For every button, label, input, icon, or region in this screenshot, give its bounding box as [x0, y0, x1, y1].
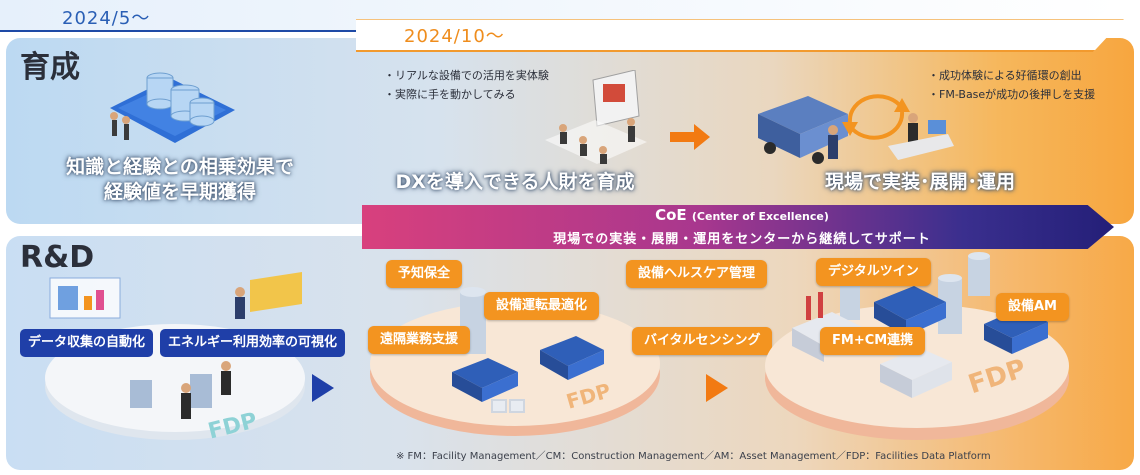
training-note-1: ・リアルな設備での活用を実体験 — [384, 69, 549, 82]
tag-operation-optimization: 設備運転最適化 — [484, 292, 600, 320]
tag-energy-visualization: エネルギー利用効率の可視化 — [160, 329, 346, 357]
training-right-note-1: ・成功体験による好循環の創出 — [928, 69, 1082, 82]
tag-fm-cm-link: FM+CM連携 — [820, 327, 926, 355]
data-storage-illustration — [110, 72, 235, 143]
coe-banner — [362, 205, 1114, 249]
arrow-right-icon — [706, 374, 728, 402]
training-middle-caption: DXを導入できる人財を育成 — [395, 171, 635, 193]
coe-title-main: CoE — [655, 206, 687, 224]
coe-title-paren: (Center of Excellence) — [691, 210, 829, 223]
coe-subtitle: 現場での実装・展開・運用をセンターから継続してサポート — [553, 232, 931, 247]
training-caption-line1: 知識と経験との相乗効果で — [66, 156, 294, 178]
stage1-platform-illustration — [45, 272, 305, 440]
section-title-rnd: R&D — [20, 240, 95, 275]
footnote: ※ FM：Facility Management／CM：Construction… — [396, 451, 991, 462]
training-right-caption: 現場で実装･展開･運用 — [824, 171, 1015, 193]
timeline-bar-2024-10 — [356, 19, 1124, 52]
tag-data-collection: データ収集の自動化 — [20, 329, 154, 357]
tag-digital-twin: デジタルツイン — [816, 258, 931, 286]
cycle-arrows-icon — [842, 94, 910, 140]
tag-equipment-healthcare: 設備ヘルスケア管理 — [626, 260, 768, 288]
field-deployment-illustration — [758, 96, 954, 164]
training-caption-line2: 経験値を早期獲得 — [103, 181, 256, 203]
date-label-start: 2024/5～ — [62, 8, 151, 29]
training-right-note-2: ・FM-Baseが成功の後押しを支援 — [928, 88, 1096, 101]
tag-predictive-maintenance: 予知保全 — [386, 260, 463, 288]
arrow-right-icon — [670, 124, 710, 150]
coe-title: CoE (Center of Excellence) — [362, 206, 1122, 224]
arrow-right-icon — [312, 374, 334, 402]
classroom-illustration — [545, 70, 647, 164]
tag-remote-support: 遠隔業務支援 — [368, 326, 471, 354]
tag-equipment-am: 設備AM — [996, 293, 1069, 321]
tag-vital-sensing: バイタルセンシング — [632, 327, 773, 355]
section-title-training: 育成 — [20, 50, 80, 85]
date-label-second: 2024/10～ — [404, 26, 505, 47]
training-note-2: ・実際に手を動かしてみる — [384, 88, 516, 101]
